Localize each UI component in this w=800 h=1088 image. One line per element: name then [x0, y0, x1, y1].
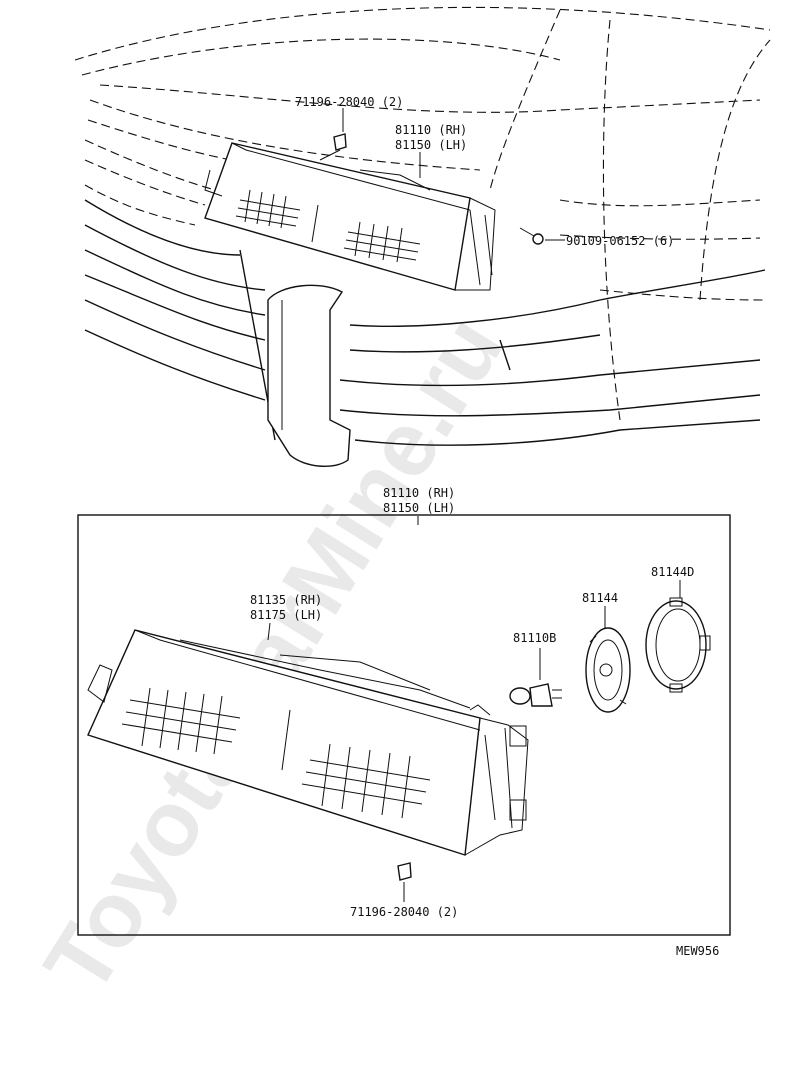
assembly-label-lh-top: 81150 (LH) [395, 138, 467, 152]
assembly-label-rh-detail: 81110 (RH) [383, 486, 455, 500]
leader-lens [267, 622, 271, 641]
bulb-label: 81110B [513, 631, 556, 645]
clip-bottom [397, 862, 412, 881]
assembly-label-rh-top: 81110 (RH) [395, 123, 467, 137]
lens-label-lh: 81175 (LH) [250, 608, 322, 622]
diagram-code: MEW956 [676, 944, 719, 958]
socket-label: 81144 [582, 591, 618, 605]
bulb [509, 683, 562, 707]
vehicle-front-outline [74, 6, 771, 468]
cover [645, 597, 711, 693]
headlamp-assembly-installed [204, 142, 496, 291]
clip-label-bottom: 71196-28040 (2) [350, 905, 458, 919]
clip-top [319, 133, 347, 161]
clip-label-top: 71196-28040 (2) [295, 95, 403, 109]
cover-label: 81144D [651, 565, 694, 579]
lens-label-rh: 81135 (RH) [250, 593, 322, 607]
headlamp-assembly-detail [87, 629, 529, 856]
socket [585, 627, 631, 713]
assembly-label-lh-detail: 81150 (LH) [383, 501, 455, 515]
detail-frame [77, 514, 731, 936]
screw-label: 90109-06152 (6) [566, 234, 674, 248]
screw [519, 227, 565, 245]
